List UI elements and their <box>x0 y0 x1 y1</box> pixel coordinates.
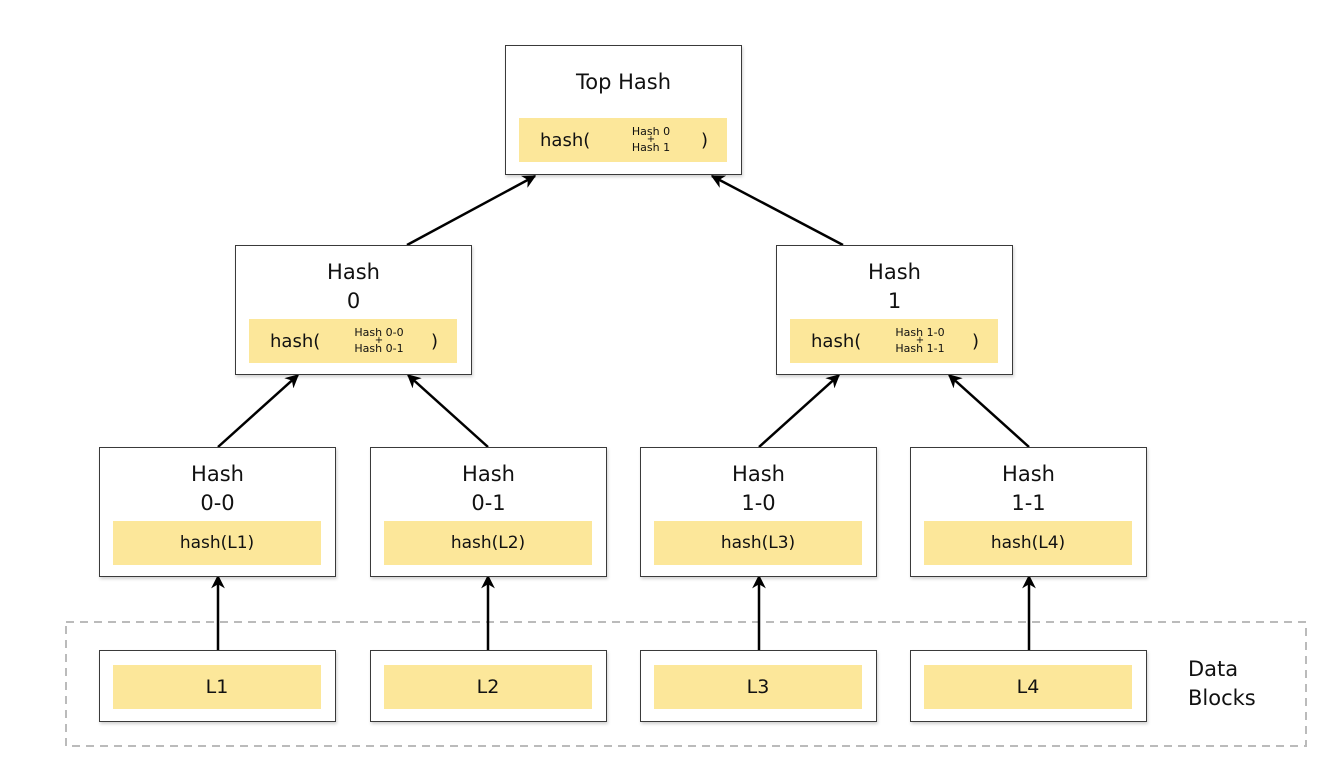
input-hash-1: Hash 1 <box>631 141 671 154</box>
hash-1-0-node: Hash 1-0 hash(L3) <box>640 447 877 577</box>
hash-0-1-title: Hash <box>462 462 515 486</box>
arrow-h10-to-h1 <box>758 374 841 448</box>
hash-0-0-value-box: hash(L1) <box>113 521 321 565</box>
hash-function-label: hash( <box>540 129 591 151</box>
top-hash-node: Top Hash hash( Hash 0 + Hash 1 ) <box>505 45 742 175</box>
hash-1-0-subtitle: 1-0 <box>741 491 776 515</box>
hash-0-node: Hash 0 hash( Hash 0-0 + Hash 0-1 ) <box>235 245 472 375</box>
hash-inputs: Hash 1-0 + Hash 1-1 <box>885 319 955 363</box>
input-hash-1-0: Hash 1-0 <box>895 326 945 339</box>
plus-sign: + <box>374 335 384 346</box>
hash-1-subtitle: 1 <box>887 289 902 313</box>
hash-0-subtitle: 0 <box>346 289 361 313</box>
closing-paren: ) <box>431 330 439 352</box>
hash-1-1-value: hash(L4) <box>990 533 1066 553</box>
hash-0-1-value-box: hash(L2) <box>384 521 592 565</box>
plus-sign: + <box>915 335 925 346</box>
arrow-h01-to-h0 <box>406 374 489 448</box>
hash-1-title: Hash <box>868 260 921 284</box>
data-blocks-label: Data Blocks <box>1188 655 1256 713</box>
hash-1-1-value-box: hash(L4) <box>924 521 1132 565</box>
data-blocks-label-line1: Data <box>1188 657 1239 681</box>
hash-1-0-title: Hash <box>732 462 785 486</box>
arrow-h00-to-h0 <box>217 374 300 448</box>
hash-0-0-node: Hash 0-0 hash(L1) <box>99 447 336 577</box>
closing-paren: ) <box>701 129 709 151</box>
hash-function-label: hash( <box>811 330 862 352</box>
hash-1-node: Hash 1 hash( Hash 1-0 + Hash 1-1 ) <box>776 245 1013 375</box>
leaf-l2-box: L2 <box>384 665 592 709</box>
input-hash-1-1: Hash 1-1 <box>895 342 945 355</box>
hash-inputs: Hash 0 + Hash 1 <box>621 118 681 162</box>
leaf-l4-label: L4 <box>1016 676 1040 698</box>
leaf-l4-box: L4 <box>924 665 1132 709</box>
hash-0-1-subtitle: 0-1 <box>471 491 506 515</box>
hash-1-0-value: hash(L3) <box>720 533 796 553</box>
input-hash-0-0: Hash 0-0 <box>354 326 404 339</box>
data-blocks-group <box>65 621 1307 747</box>
hash-0-formula: hash( Hash 0-0 + Hash 0-1 ) <box>249 319 457 363</box>
arrow-h1-to-top <box>710 174 844 247</box>
hash-1-1-title: Hash <box>1002 462 1055 486</box>
leaf-l3-box: L3 <box>654 665 862 709</box>
top-hash-formula: hash( Hash 0 + Hash 1 ) <box>519 118 727 162</box>
data-blocks-label-line2: Blocks <box>1188 686 1256 710</box>
leaf-l4-node: L4 <box>910 650 1147 722</box>
hash-1-0-value-box: hash(L3) <box>654 521 862 565</box>
hash-0-0-title: Hash <box>191 462 244 486</box>
hash-inputs: Hash 0-0 + Hash 0-1 <box>344 319 414 363</box>
leaf-l1-node: L1 <box>99 650 336 722</box>
leaf-l1-box: L1 <box>113 665 321 709</box>
arrow-h0-to-top <box>406 174 537 247</box>
arrow-h11-to-h1 <box>947 374 1030 448</box>
hash-0-1-node: Hash 0-1 hash(L2) <box>370 447 607 577</box>
hash-1-1-node: Hash 1-1 hash(L4) <box>910 447 1147 577</box>
closing-paren: ) <box>972 330 980 352</box>
hash-function-label: hash( <box>270 330 321 352</box>
top-hash-title: Top Hash <box>575 70 672 94</box>
hash-1-1-subtitle: 1-1 <box>1011 491 1046 515</box>
hash-0-0-subtitle: 0-0 <box>200 491 235 515</box>
hash-0-0-value: hash(L1) <box>179 533 255 553</box>
leaf-l3-label: L3 <box>746 676 770 698</box>
leaf-l2-node: L2 <box>370 650 607 722</box>
leaf-l2-label: L2 <box>476 676 500 698</box>
leaf-l1-label: L1 <box>205 676 229 698</box>
input-hash-0-1: Hash 0-1 <box>354 342 404 355</box>
plus-sign: + <box>646 134 656 145</box>
input-hash-0: Hash 0 <box>631 125 671 138</box>
hash-1-formula: hash( Hash 1-0 + Hash 1-1 ) <box>790 319 998 363</box>
leaf-l3-node: L3 <box>640 650 877 722</box>
hash-0-1-value: hash(L2) <box>450 533 526 553</box>
hash-0-title: Hash <box>327 260 380 284</box>
